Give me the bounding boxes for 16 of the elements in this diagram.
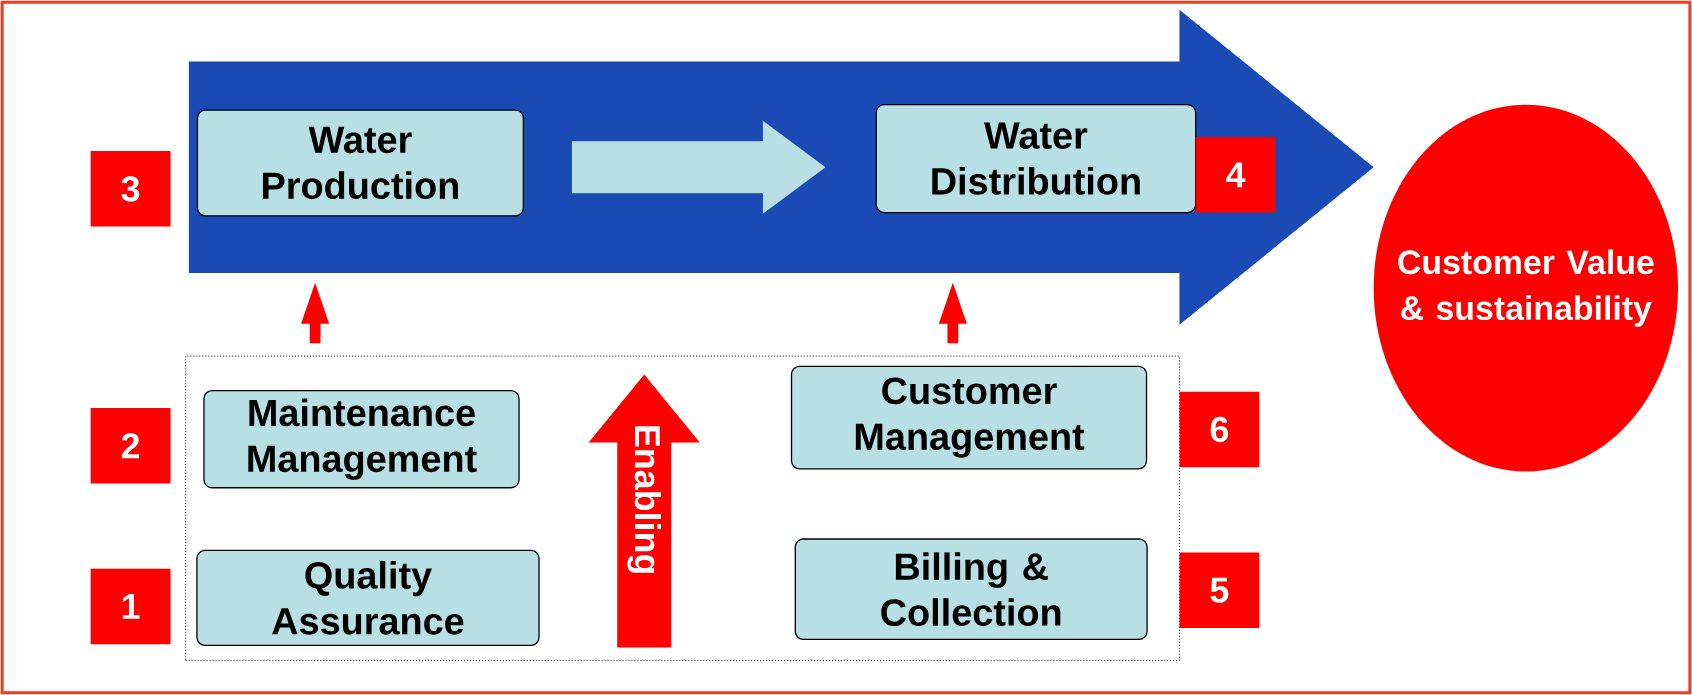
process-box: Maintenance Management bbox=[203, 390, 520, 489]
number-badge: 2 bbox=[90, 407, 171, 484]
block-arrow bbox=[571, 120, 826, 214]
number-badge: 6 bbox=[1179, 391, 1260, 468]
process-box: Quality Assurance bbox=[196, 549, 540, 646]
block-arrow bbox=[301, 282, 330, 344]
block-arrow bbox=[938, 282, 967, 344]
process-box: Water Distribution bbox=[875, 104, 1197, 214]
process-box: Customer Management bbox=[790, 365, 1148, 470]
dotted-group-box bbox=[185, 355, 1180, 661]
process-box: Water Production bbox=[196, 109, 524, 217]
number-badge: 3 bbox=[90, 151, 171, 227]
number-badge: 4 bbox=[1195, 137, 1276, 213]
number-badge: 1 bbox=[90, 568, 171, 645]
number-badge: 5 bbox=[1179, 552, 1260, 629]
process-box: Billing & Collection bbox=[794, 538, 1148, 641]
